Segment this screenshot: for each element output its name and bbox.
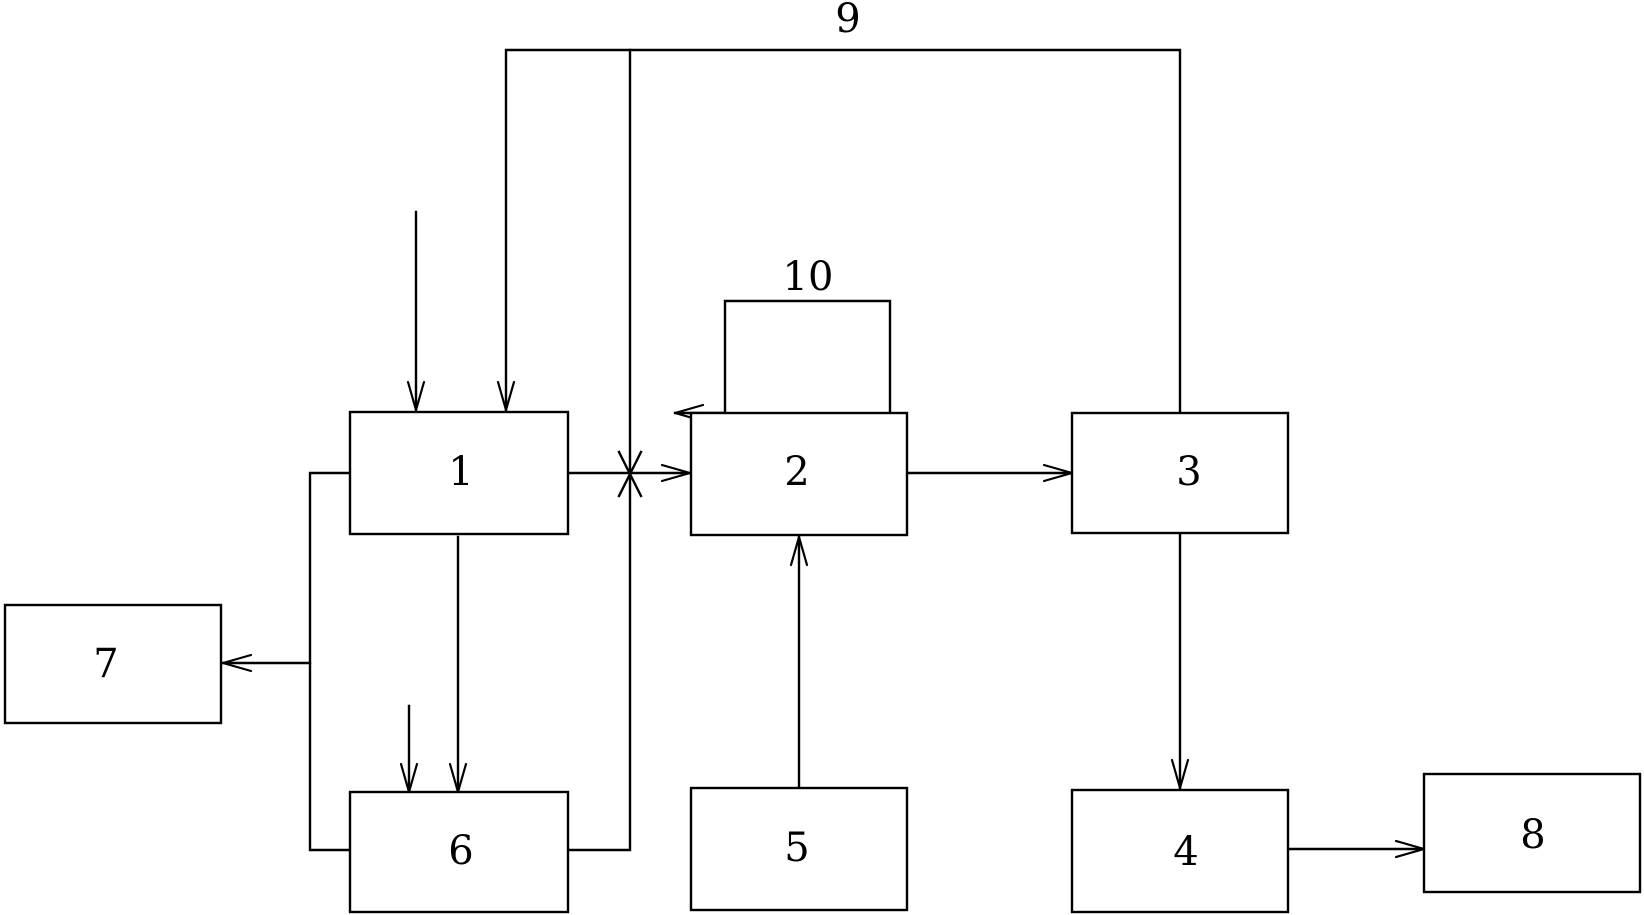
loop-block-10 (723, 299, 892, 415)
feedback-line-9 (496, 48, 1182, 415)
block-4: 4 (1070, 788, 1290, 914)
block-8: 8 (1422, 772, 1642, 894)
block-1-label: 1 (448, 449, 473, 495)
block-8-label: 8 (1520, 812, 1545, 858)
block-6-label: 6 (448, 828, 473, 874)
block-2: 2 (689, 411, 909, 537)
line-6-to-top (568, 48, 632, 852)
block-5: 5 (689, 786, 909, 912)
block-6: 6 (348, 790, 570, 914)
block-3-label: 3 (1176, 449, 1201, 495)
block-5-label: 5 (784, 825, 809, 871)
left-loop-1-6 (308, 471, 352, 852)
block-4-label: 4 (1173, 829, 1198, 875)
block-3: 3 (1070, 411, 1290, 535)
label-9: 9 (835, 0, 860, 42)
block-7-label: 7 (93, 641, 118, 687)
block-1: 1 (348, 410, 570, 536)
label-10: 10 (783, 254, 834, 300)
crossing-mark (617, 450, 643, 498)
block-7: 7 (3, 603, 223, 725)
block-2-label: 2 (784, 449, 809, 495)
